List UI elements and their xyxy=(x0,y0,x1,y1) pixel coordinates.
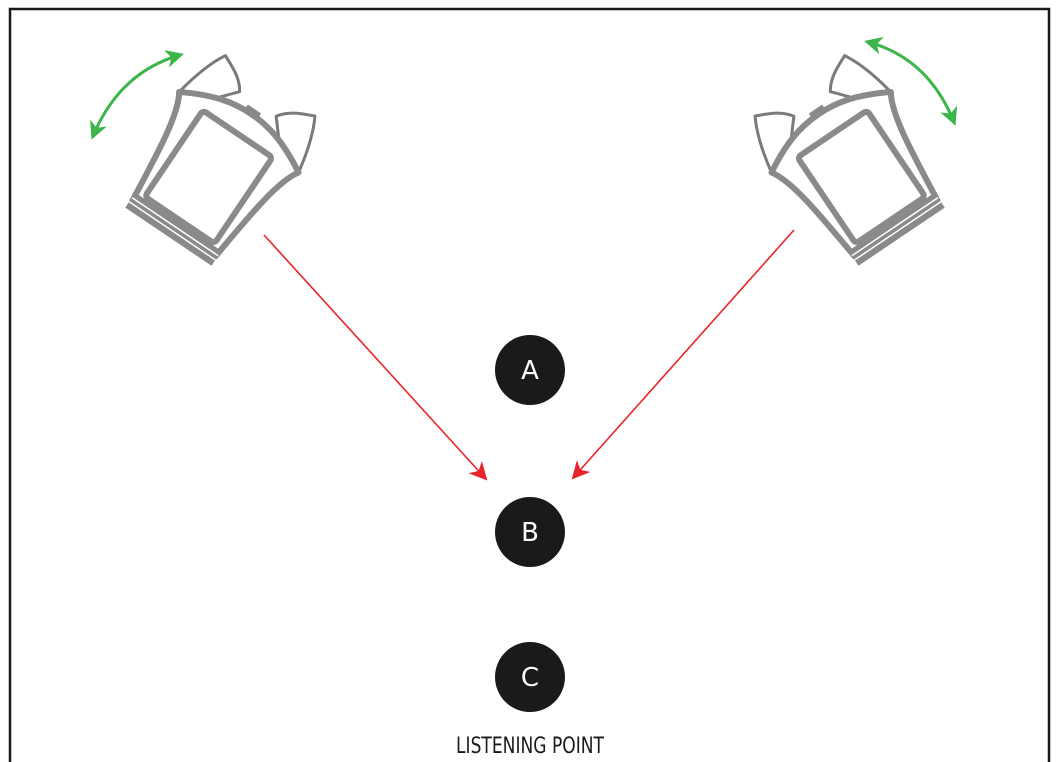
left-rotate-arrow-icon xyxy=(90,50,184,140)
marker-a: A xyxy=(495,335,565,405)
marker-c-letter: C xyxy=(521,663,539,693)
right-rotate-arrow-icon xyxy=(864,36,958,126)
marker-c: C xyxy=(495,642,565,712)
listening-point-label: LISTENING POINT xyxy=(456,734,604,759)
marker-a-letter: A xyxy=(521,356,539,386)
right-speaker-aim-arrow xyxy=(571,229,795,480)
left-speaker-icon xyxy=(125,54,317,266)
left-speaker-aim-arrow xyxy=(263,234,488,481)
marker-b: B xyxy=(495,497,565,567)
marker-b-letter: B xyxy=(521,518,539,548)
diagram-frame xyxy=(8,7,1051,762)
